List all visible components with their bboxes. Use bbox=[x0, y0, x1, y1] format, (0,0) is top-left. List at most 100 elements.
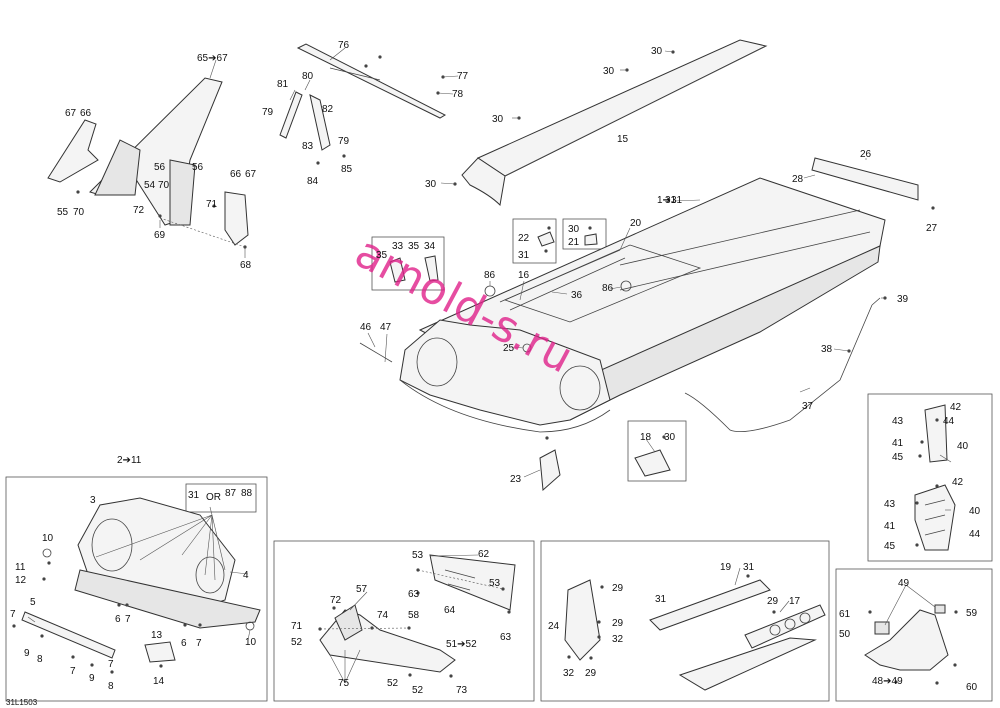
callout-31a: 31 bbox=[518, 250, 530, 261]
rear-rail-26 bbox=[811, 157, 919, 201]
callout-60: 60 bbox=[966, 682, 978, 693]
callout-29d: 29 bbox=[767, 596, 779, 607]
callout-7a: 7 bbox=[125, 614, 131, 625]
hole-17c bbox=[799, 612, 811, 624]
rear-bracket-48 bbox=[864, 609, 949, 671]
callout-12: 12 bbox=[15, 575, 27, 586]
callout-16: 16 bbox=[518, 270, 530, 281]
callout-56a: 56 bbox=[154, 162, 166, 173]
callout-30e: 30 bbox=[568, 224, 580, 235]
steering-column-76 bbox=[296, 43, 447, 119]
callout-43b: 43 bbox=[884, 499, 896, 510]
bracket-40-bottom-ribs bbox=[924, 499, 946, 536]
callout-19: 19 bbox=[720, 562, 732, 573]
leaders-3-4 bbox=[95, 514, 226, 581]
callout-63a: 63 bbox=[408, 589, 420, 600]
callout-80: 80 bbox=[302, 71, 314, 82]
callout-27: 27 bbox=[926, 223, 938, 234]
callout-55: 55 bbox=[57, 207, 69, 218]
skid-plate-4 bbox=[74, 569, 261, 629]
callout-28: 28 bbox=[792, 174, 804, 185]
callout-13: 13 bbox=[151, 630, 163, 641]
callout-9a: 9 bbox=[24, 648, 30, 659]
callout-61: 61 bbox=[839, 609, 851, 620]
tunnel-rib-2 bbox=[619, 231, 871, 291]
callout-6b: 6 bbox=[181, 638, 187, 649]
callout-72a: 72 bbox=[133, 205, 145, 216]
callout-33: 33 bbox=[392, 241, 404, 252]
callout-87: 87 bbox=[225, 488, 237, 499]
heat-exchanger-top bbox=[476, 39, 768, 177]
callout-68: 68 bbox=[240, 260, 252, 271]
callout-42a: 42 bbox=[950, 402, 962, 413]
callout-79a: 79 bbox=[262, 107, 274, 118]
callout-18: 18 bbox=[640, 432, 652, 443]
callout-17: 17 bbox=[789, 596, 801, 607]
callout-78: 78 bbox=[452, 89, 464, 100]
callout-66a: 66 bbox=[80, 108, 92, 119]
callout-38: 38 bbox=[821, 344, 833, 355]
leader-lines bbox=[27, 47, 952, 684]
box-rear-bracket bbox=[835, 568, 993, 702]
box-side-brackets bbox=[867, 393, 993, 562]
callout-57: 57 bbox=[356, 584, 368, 595]
callout-88: 88 bbox=[241, 488, 253, 499]
callout-25: 25 bbox=[503, 343, 515, 354]
box-clip-22 bbox=[512, 218, 557, 264]
grommet-10a bbox=[42, 548, 52, 558]
bracket-33 bbox=[389, 257, 406, 283]
steering-column-arm bbox=[329, 67, 381, 81]
callout-48-49: 48➔49 bbox=[872, 676, 903, 687]
callout-21: 21 bbox=[568, 237, 580, 248]
callout-42b: 42 bbox=[952, 477, 964, 488]
callout-4: 4 bbox=[243, 570, 249, 581]
callout-30c: 30 bbox=[492, 114, 504, 125]
front-left-opening bbox=[416, 337, 458, 387]
callout-26: 26 bbox=[860, 149, 872, 160]
callout-2-11: 2➔11 bbox=[117, 455, 142, 466]
callout-15: 15 bbox=[617, 134, 629, 145]
panel-62 bbox=[429, 554, 516, 611]
steering-support bbox=[89, 77, 223, 226]
bracket-23 bbox=[539, 449, 561, 492]
callout-53a: 53 bbox=[412, 550, 424, 561]
callout-67b: 67 bbox=[245, 169, 257, 180]
bracket-19 bbox=[649, 579, 771, 631]
callout-79b: 79 bbox=[338, 136, 350, 147]
callout-44b: 44 bbox=[969, 529, 981, 540]
rod-46 bbox=[359, 342, 393, 363]
callout-or: OR bbox=[206, 492, 221, 503]
callout-41b: 41 bbox=[884, 521, 896, 532]
callout-9b: 9 bbox=[89, 673, 95, 684]
callout-labels: 1➔31 2➔11 3 4 5 6 7 7 7 7 7 6 8 8 9 9 10… bbox=[10, 40, 981, 696]
callout-71a: 71 bbox=[206, 199, 218, 210]
grommet-10b bbox=[245, 621, 255, 631]
callout-43a: 43 bbox=[892, 416, 904, 427]
callout-62: 62 bbox=[478, 549, 490, 560]
callout-75: 75 bbox=[338, 678, 350, 689]
callout-69: 69 bbox=[154, 230, 166, 241]
callout-10b: 10 bbox=[245, 637, 257, 648]
callout-23: 23 bbox=[510, 474, 522, 485]
arm-82 bbox=[309, 94, 331, 151]
callout-37: 37 bbox=[802, 401, 814, 412]
callout-22: 22 bbox=[518, 233, 530, 244]
dashed-connector-71-58 bbox=[319, 627, 410, 630]
callout-47: 47 bbox=[380, 322, 392, 333]
callout-45b: 45 bbox=[884, 541, 896, 552]
callout-6: 6 bbox=[115, 614, 121, 625]
front-right-opening bbox=[559, 365, 601, 411]
callout-59: 59 bbox=[966, 608, 978, 619]
callout-71b: 71 bbox=[291, 621, 303, 632]
callout-32a: 32 bbox=[612, 634, 624, 645]
callout-30f: 30 bbox=[664, 432, 676, 443]
callout-35b: 35 bbox=[376, 250, 388, 261]
callout-58: 58 bbox=[408, 610, 420, 621]
front-frame-opening-left bbox=[91, 518, 133, 572]
tunnel-rib bbox=[619, 209, 861, 266]
figure-code: 31L1503 bbox=[6, 698, 38, 707]
callout-51-52: 51➔52 bbox=[446, 639, 477, 650]
bracket-66-67-left bbox=[47, 119, 99, 183]
callout-74: 74 bbox=[377, 610, 389, 621]
box-front-frame bbox=[5, 476, 268, 702]
